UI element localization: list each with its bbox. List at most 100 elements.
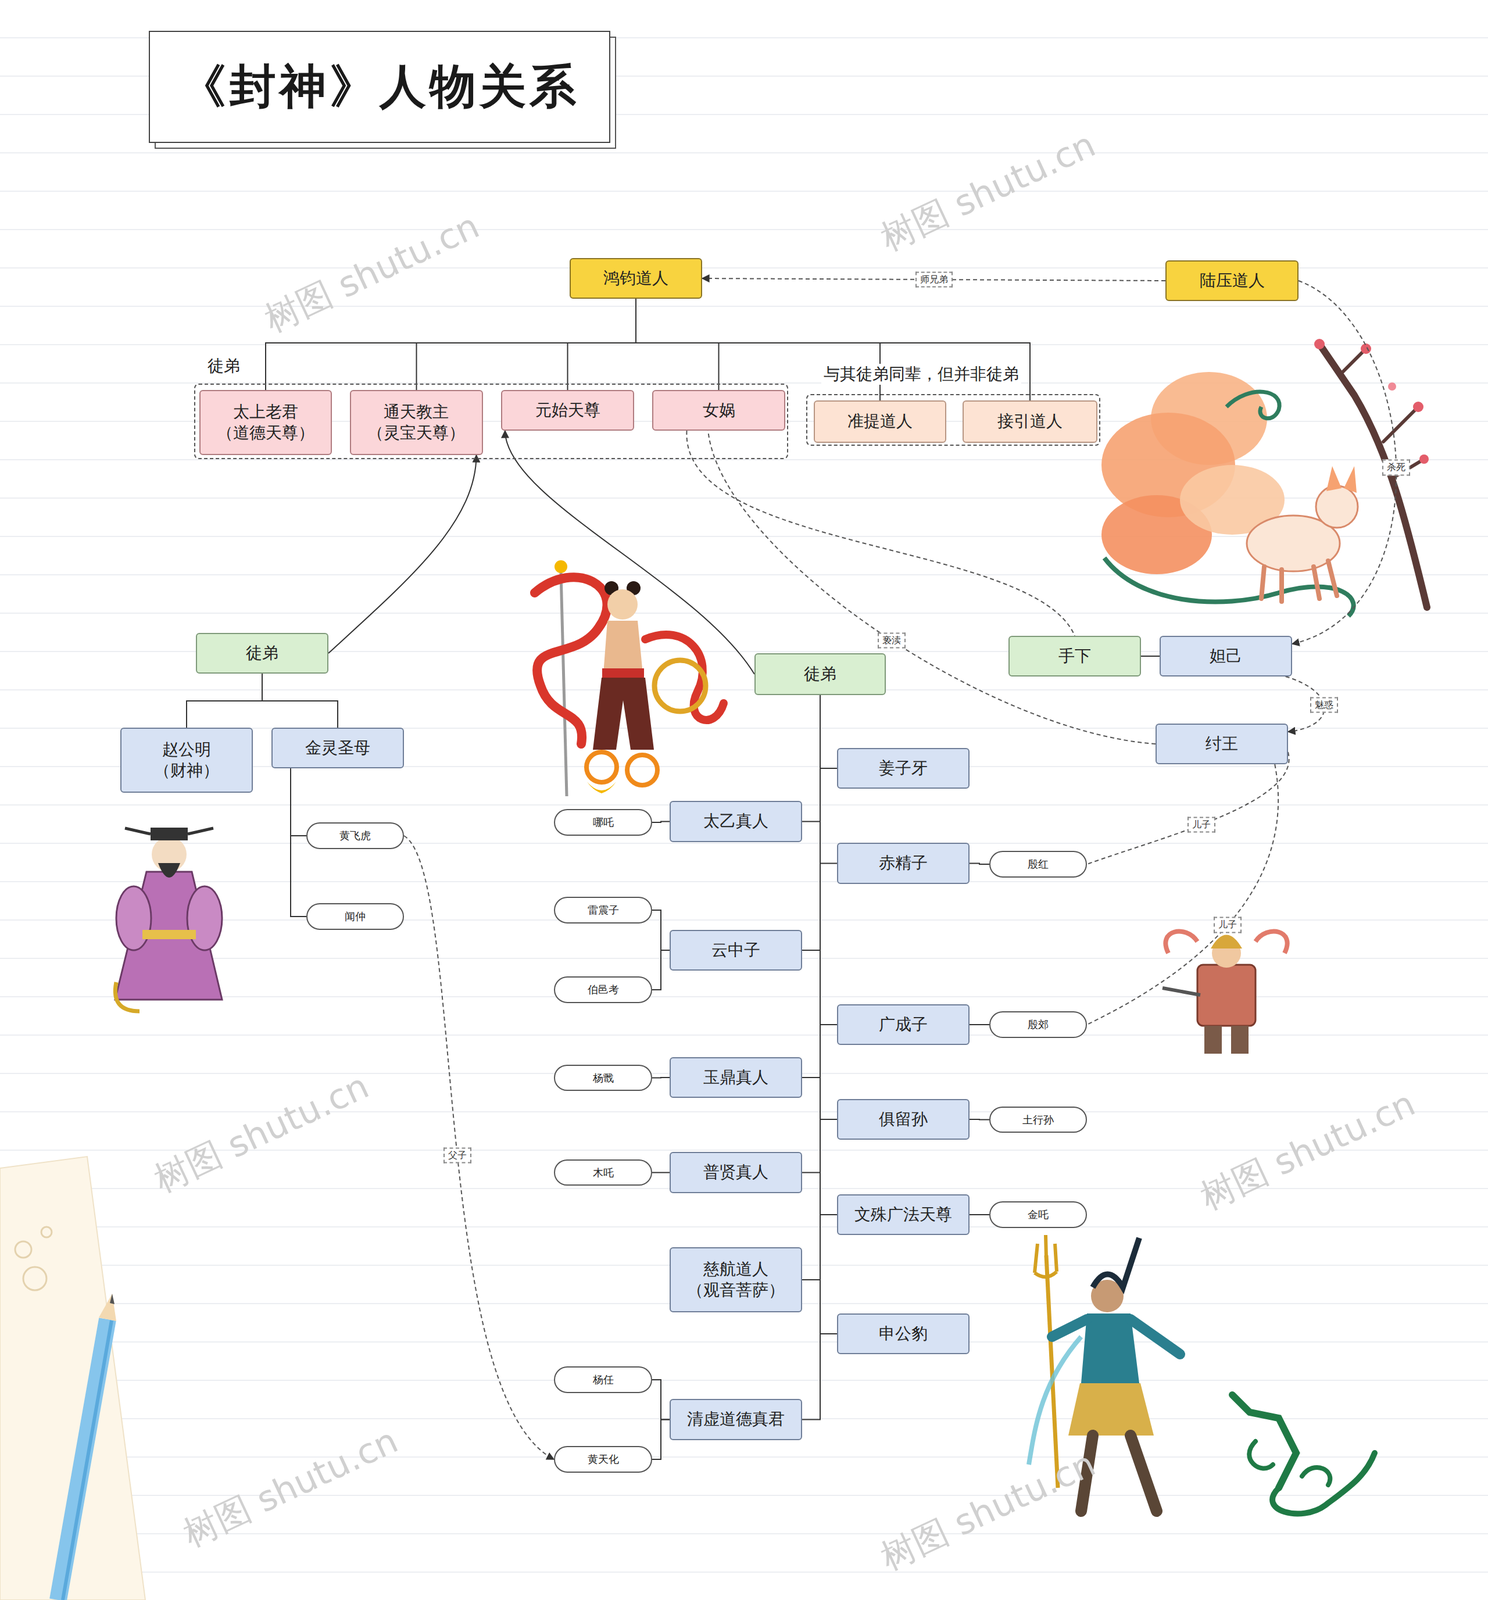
paper-sheet <box>0 1156 146 1600</box>
hat <box>150 827 188 841</box>
connector <box>262 673 338 728</box>
connector <box>802 695 821 1280</box>
connector <box>290 768 307 917</box>
person-box: 太乙真人 <box>669 800 803 843</box>
paper-doodle <box>23 1267 47 1291</box>
node-text: 妲己 <box>1209 645 1243 667</box>
connector <box>652 1172 670 1174</box>
title: 《封神》人物关系 <box>179 55 580 119</box>
student-pill: 殷郊 <box>989 1011 1087 1039</box>
skirt <box>1068 1383 1154 1436</box>
node-text: 赤精子 <box>878 852 928 874</box>
node-text: 殷郊 <box>1027 1017 1049 1032</box>
node-text: 黄飞虎 <box>339 828 371 843</box>
connector <box>802 695 821 1420</box>
sword <box>1162 988 1201 996</box>
student-pill: 杨戬 <box>553 1064 653 1092</box>
connector <box>802 695 821 1173</box>
connector <box>652 950 670 990</box>
node-text: 太上老君 （道德天尊） <box>212 401 320 445</box>
edge-label: 父子 <box>443 1147 472 1164</box>
fire-wheel <box>627 755 658 786</box>
edge-label: 师兄弟 <box>915 271 953 288</box>
student-pill: 土行孙 <box>989 1106 1087 1133</box>
connector <box>802 695 821 1078</box>
connector <box>969 1214 990 1216</box>
person-box: 金灵圣母 <box>271 727 404 769</box>
node-text: 金吒 <box>1027 1207 1049 1222</box>
legs <box>1204 1025 1222 1054</box>
pencil-edge <box>62 1320 112 1600</box>
person-box: 姜子牙 <box>837 748 970 789</box>
connector <box>686 430 1075 636</box>
blossom <box>1419 454 1429 464</box>
connector <box>635 298 881 401</box>
connector <box>820 695 837 1025</box>
node-text: 姜子牙 <box>878 757 928 779</box>
watermark: 树图 shutu.cn <box>873 121 1104 263</box>
blossom <box>1314 338 1325 350</box>
student-pill: 杨任 <box>553 1366 653 1394</box>
group-box: 与其徒弟同辈，但并非徒弟准提道人接引道人 <box>806 394 1101 446</box>
connector <box>635 298 720 391</box>
node-text: 通天教主 （灵宝天尊） <box>362 401 471 445</box>
connector <box>1086 764 1279 1025</box>
armour <box>1197 964 1256 1026</box>
robe <box>115 871 223 1000</box>
connector <box>328 455 477 654</box>
sleeve <box>187 886 223 951</box>
node-text: 殷红 <box>1027 857 1049 871</box>
cloud-swirl <box>1226 391 1280 419</box>
plum-branch <box>1319 344 1427 608</box>
watermark: 树图 shutu.cn <box>176 1417 406 1559</box>
watermark: 树图 shutu.cn <box>257 202 488 344</box>
paper-pencil-art <box>0 1156 146 1600</box>
connector <box>652 910 670 951</box>
group-box: 徒弟太上老君 （道德天尊）通天教主 （灵宝天尊）元始天尊女娲 <box>194 383 789 460</box>
node-text: 金灵圣母 <box>305 737 371 759</box>
connector <box>1086 752 1290 865</box>
paper-doodle <box>15 1241 32 1258</box>
node-text: 鸿钧道人 <box>603 267 669 289</box>
connector <box>802 695 821 951</box>
red-ribbon <box>534 577 607 744</box>
disciple-box: 通天教主 （灵宝天尊） <box>349 390 484 456</box>
edge-label: 儿子 <box>1187 816 1216 833</box>
student-pill: 黄天化 <box>553 1446 653 1473</box>
red-ribbon <box>645 634 724 721</box>
watermark: 树图 shutu.cn <box>1193 1080 1423 1222</box>
connector <box>969 863 990 865</box>
paper-doodle <box>41 1227 52 1238</box>
belt <box>142 930 196 940</box>
edge-label: 杀死 <box>1382 459 1411 476</box>
blossom <box>1360 343 1372 354</box>
blossom <box>1413 401 1424 413</box>
pencil-tip <box>98 1293 117 1322</box>
connector <box>186 673 263 728</box>
student-pill: 闻仲 <box>306 903 404 930</box>
connector <box>403 835 554 1460</box>
connector <box>802 695 821 822</box>
node-text: 俱留孙 <box>878 1109 928 1130</box>
node-text: 黄天化 <box>587 1452 620 1466</box>
node-text: 广成子 <box>878 1014 928 1036</box>
title-frame: 《封神》人物关系 <box>148 30 611 143</box>
person-box: 云中子 <box>669 930 803 971</box>
fox-ear <box>1343 466 1357 493</box>
helmet <box>1210 935 1243 950</box>
connector <box>635 298 1030 401</box>
node-text: 云中子 <box>711 939 761 961</box>
node-text: 女娲 <box>702 399 736 421</box>
connector <box>652 1077 670 1079</box>
connector <box>290 768 307 836</box>
plum-twig <box>1342 348 1425 477</box>
node-text: 赵公明 （财神） <box>133 739 241 782</box>
sleeve <box>116 886 152 951</box>
disciple-box: 女娲 <box>652 390 786 431</box>
watermark: 树图 shutu.cn <box>147 1063 377 1204</box>
watermark: 树图 shutu.cn <box>873 1440 1104 1582</box>
student-pill: 雷震子 <box>553 896 653 924</box>
node-text: 手下 <box>1058 645 1092 667</box>
connector <box>820 695 837 1215</box>
